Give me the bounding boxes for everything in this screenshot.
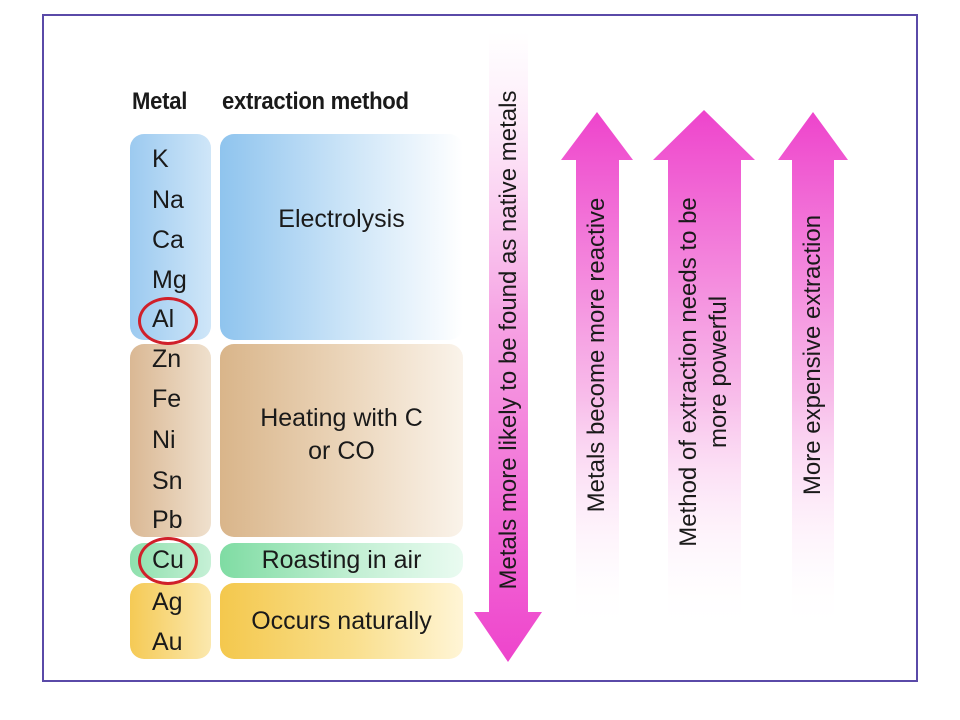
metal-group-natural bbox=[130, 583, 211, 659]
method-electrolysis: Electrolysis bbox=[220, 134, 463, 340]
highlight-circle-al bbox=[138, 297, 198, 345]
metal-symbol: K bbox=[152, 145, 169, 173]
method-electrolysis-label: Electrolysis bbox=[278, 204, 405, 233]
metal-symbol: Ca bbox=[152, 226, 184, 254]
arrow-label-method-line2: more powerful bbox=[705, 295, 732, 449]
arrow-label-native: Metals more likely to be found as native… bbox=[495, 90, 522, 590]
metal-group-heating bbox=[130, 344, 211, 537]
method-roasting-label: Roasting in air bbox=[261, 546, 422, 575]
method-natural-label: Occurs naturally bbox=[251, 606, 432, 635]
arrow-label-method: Method of extraction needs to be more po… bbox=[674, 197, 734, 547]
method-roasting: Roasting in air bbox=[220, 543, 463, 578]
highlight-circle-cu bbox=[138, 537, 198, 585]
metal-symbol: Ag bbox=[152, 588, 183, 616]
metal-symbol: Na bbox=[152, 186, 184, 214]
metal-symbol: Ni bbox=[152, 426, 176, 454]
header-extraction-method: extraction method bbox=[222, 88, 409, 115]
metal-symbol: Sn bbox=[152, 467, 183, 495]
method-heating: Heating with C or CO bbox=[220, 344, 463, 537]
metal-symbol: Mg bbox=[152, 266, 187, 294]
metal-symbol: Fe bbox=[152, 385, 182, 413]
method-heating-line2: or CO bbox=[308, 436, 375, 465]
arrow-label-expensive: More expensive extraction bbox=[799, 214, 826, 496]
arrow-up-method bbox=[653, 110, 755, 632]
header-metal: Metal bbox=[132, 88, 188, 115]
arrow-down-native bbox=[474, 32, 542, 662]
arrow-label-reactive: Metals become more reactive bbox=[583, 197, 610, 513]
method-natural: Occurs naturally bbox=[220, 583, 463, 659]
arrow-up-expensive bbox=[778, 112, 848, 632]
arrow-up-reactive bbox=[561, 112, 633, 632]
metal-symbol: Au bbox=[152, 628, 183, 656]
method-heating-line1: Heating with C bbox=[260, 404, 423, 432]
metal-symbol: Pb bbox=[152, 506, 183, 534]
arrow-label-method-line1: Method of extraction needs to be bbox=[675, 197, 702, 547]
metal-symbol: Zn bbox=[152, 345, 182, 373]
